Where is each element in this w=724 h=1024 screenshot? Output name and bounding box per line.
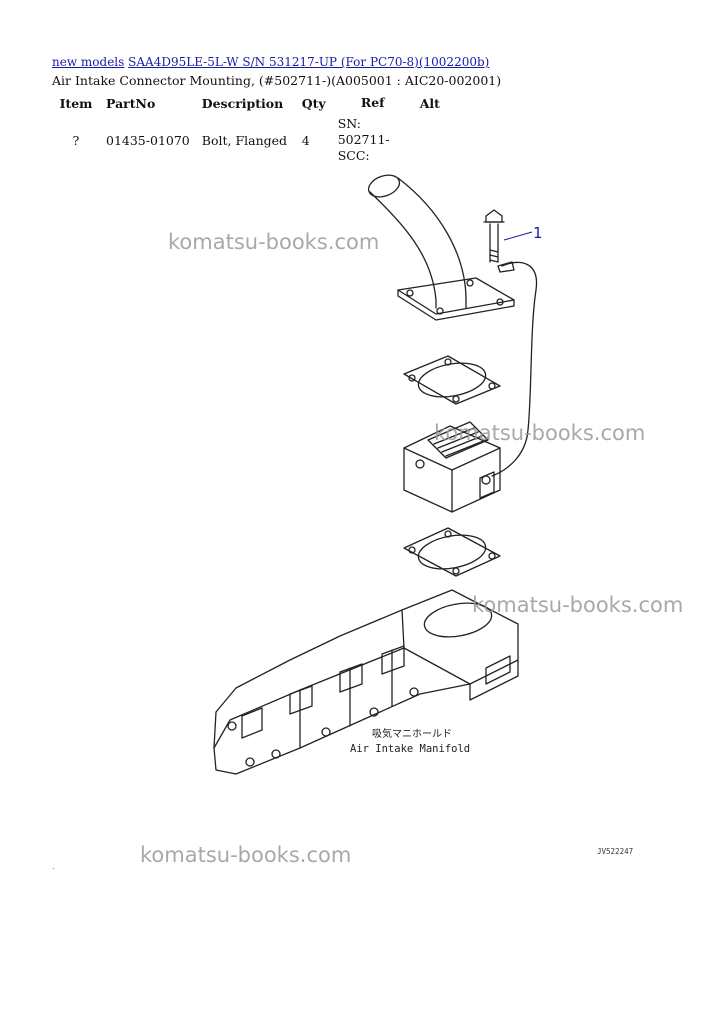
cell-partno: 01435-01070 [106,132,190,148]
cell-ref: SN: 502711-SCC: [337,116,390,163]
watermark: komatsu-books.com [140,843,352,867]
header-ref: Ref [360,95,385,110]
gasket-lower [403,527,501,577]
page-subtitle: Air Intake Connector Mounting, (#502711-… [52,73,502,88]
table-row: ? 01435-01070 Bolt, Flanged 4 SN: 502711… [52,114,466,166]
callout-number: 1 [533,224,543,242]
stray-dot: . [52,862,55,871]
breadcrumb: new models SAA4D95LE-5L-W S/N 531217-UP … [52,55,489,69]
watermark: komatsu-books.com [168,230,380,254]
cell-qty: 4 [301,132,310,148]
gasket-upper [403,355,501,405]
cell-item: ? [72,132,80,148]
header-description: Description [201,95,284,111]
drawing-code: JV522247 [597,847,633,856]
intake-heater [403,421,501,513]
header-qty: Qty [301,95,326,111]
sensor-wire [491,261,538,477]
cell-description: Bolt, Flanged [201,132,288,148]
manifold-label-en: Air Intake Manifold [350,743,470,755]
upper-flange [397,277,515,321]
callout-leader [503,231,533,241]
elbow-pipe [367,174,467,309]
header-item: Item [59,95,93,111]
watermark: komatsu-books.com [472,593,684,617]
parts-diagram: 1 吸気マニホールド Air Intake Manifold JV522247 [213,174,633,856]
manifold-label-jp: 吸気マニホールド [372,727,452,740]
breadcrumb-link-model[interactable]: SAA4D95LE-5L-W S/N 531217-UP (For PC70-8… [128,55,490,69]
flanged-bolt [483,209,505,263]
header-partno: PartNo [106,95,156,111]
watermark: komatsu-books.com [434,421,646,445]
breadcrumb-link-new-models[interactable]: new models [52,55,125,69]
intake-manifold [213,589,519,775]
header-alt: Alt [419,95,440,111]
table-header-row: Item PartNo Description Qty Ref Alt [52,92,466,114]
parts-table: Item PartNo Description Qty Ref Alt ? 01… [52,92,466,166]
